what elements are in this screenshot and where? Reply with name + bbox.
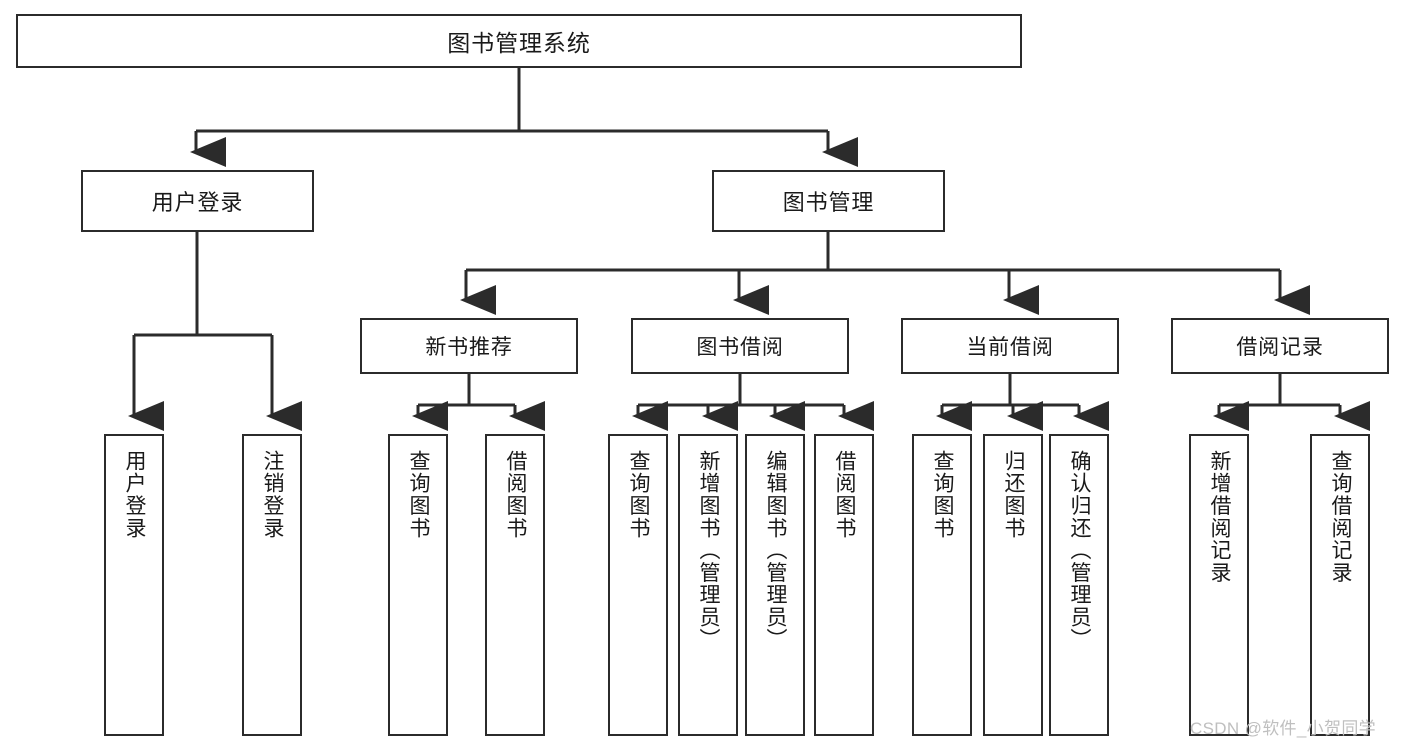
- node-root[interactable]: 图书管理系统: [16, 14, 1022, 68]
- leaf-node-label: 新增借阅记录: [1207, 450, 1231, 584]
- node-new-book-recommendation-label: 新书推荐: [425, 336, 513, 359]
- node-borrow-records-label: 借阅记录: [1236, 336, 1324, 359]
- node-borrow-records[interactable]: 借阅记录: [1171, 318, 1389, 374]
- leaf-node[interactable]: 查询图书: [388, 434, 448, 736]
- leaf-node-label: 借阅图书: [503, 450, 527, 540]
- node-user-login[interactable]: 用户登录: [81, 170, 314, 232]
- leaf-node[interactable]: 归还图书: [983, 434, 1043, 736]
- node-current-borrowing-label: 当前借阅: [966, 336, 1054, 359]
- node-book-management[interactable]: 图书管理: [712, 170, 945, 232]
- watermark: CSDN @软件_小贺同学: [1190, 719, 1377, 738]
- node-book-management-label: 图书管理: [782, 190, 875, 215]
- leaf-node-label: 注销登录: [260, 450, 284, 540]
- leaf-node-label: 归还图书: [1001, 450, 1025, 540]
- leaf-node[interactable]: 新增图书（管理员）: [678, 434, 738, 736]
- leaf-node-label: 用户登录: [122, 450, 146, 540]
- leaf-node-label: 查询图书: [626, 450, 650, 540]
- leaf-node-label: 借阅图书: [832, 450, 856, 540]
- leaf-node-label: 查询图书: [406, 450, 430, 540]
- leaf-node[interactable]: 查询图书: [608, 434, 668, 736]
- leaf-node-label: 查询图书: [930, 450, 954, 540]
- leaf-node-label: 编辑图书（管理员）: [763, 450, 787, 651]
- leaf-node-label: 新增图书（管理员）: [696, 450, 720, 651]
- leaf-node[interactable]: 编辑图书（管理员）: [745, 434, 805, 736]
- leaf-node-label: 查询借阅记录: [1328, 450, 1352, 584]
- leaf-node[interactable]: 查询借阅记录: [1310, 434, 1370, 736]
- leaf-node-label: 确认归还（管理员）: [1067, 450, 1091, 651]
- node-book-borrowing-label: 图书借阅: [696, 336, 784, 359]
- node-root-label: 图书管理系统: [447, 30, 591, 56]
- leaf-node[interactable]: 确认归还（管理员）: [1049, 434, 1109, 736]
- leaf-node[interactable]: 新增借阅记录: [1189, 434, 1249, 736]
- leaf-node[interactable]: 查询图书: [912, 434, 972, 736]
- node-current-borrowing[interactable]: 当前借阅: [901, 318, 1119, 374]
- node-user-login-label: 用户登录: [151, 190, 244, 215]
- leaf-node[interactable]: 注销登录: [242, 434, 302, 736]
- leaf-node[interactable]: 借阅图书: [814, 434, 874, 736]
- leaf-node[interactable]: 用户登录: [104, 434, 164, 736]
- node-new-book-recommendation[interactable]: 新书推荐: [360, 318, 578, 374]
- node-book-borrowing[interactable]: 图书借阅: [631, 318, 849, 374]
- leaf-node[interactable]: 借阅图书: [485, 434, 545, 736]
